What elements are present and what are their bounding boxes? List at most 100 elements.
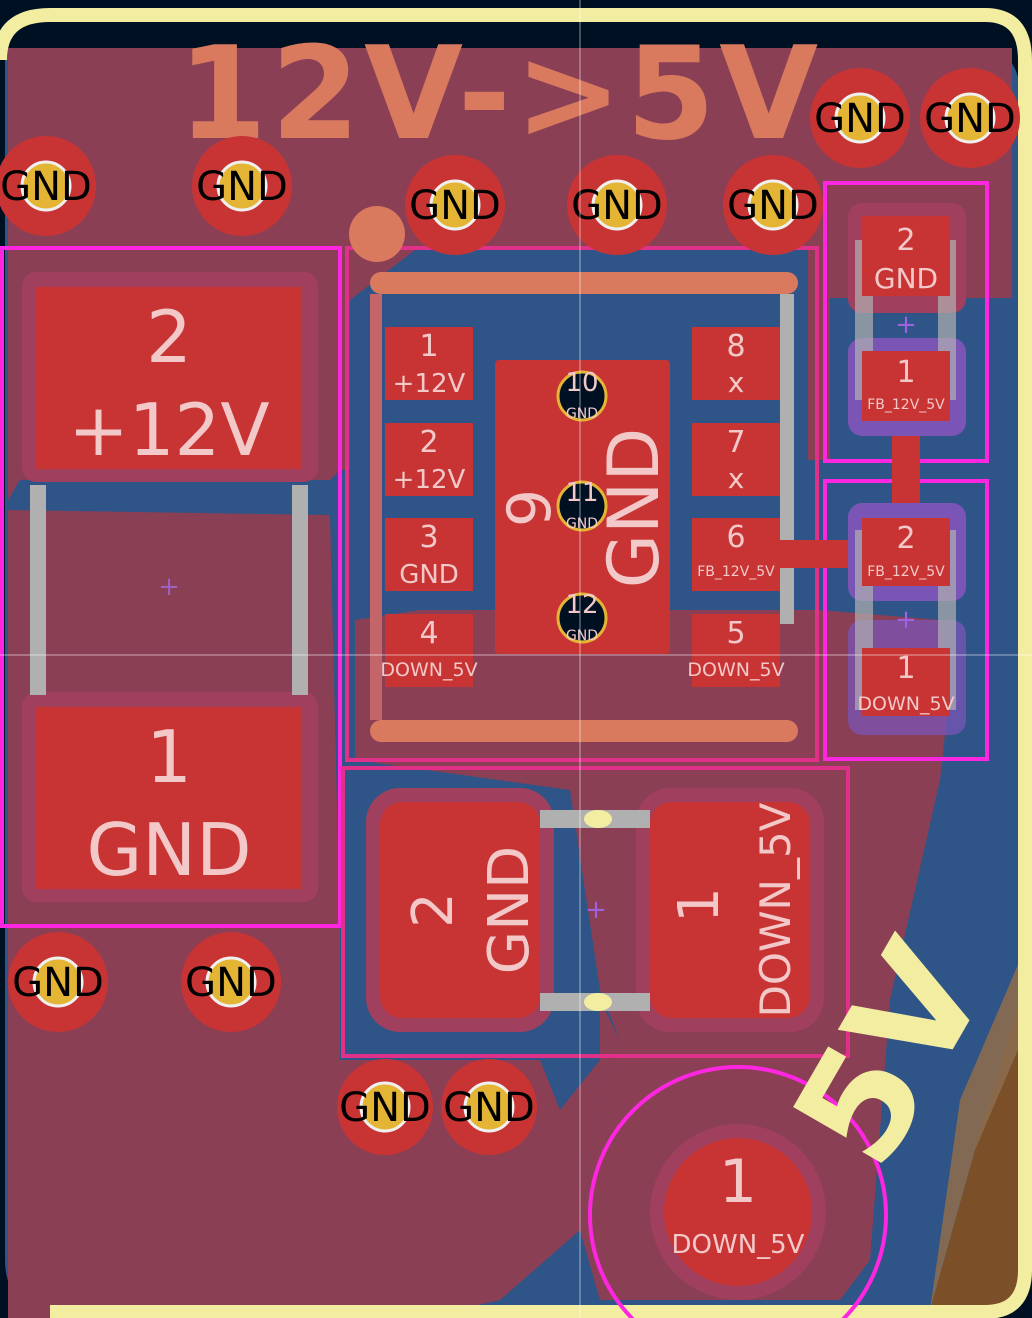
capacitor-pad-2-number: 2 (401, 892, 466, 928)
thermal-via-10[interactable] (556, 370, 608, 422)
ic-pad-2[interactable] (385, 423, 473, 496)
ic-pad-8[interactable] (692, 327, 780, 400)
ic-pad-2-net: +12V (393, 465, 466, 495)
via[interactable]: GND (405, 155, 505, 255)
ic-pad-5-number: 5 (726, 616, 745, 651)
thermal-via-12[interactable] (556, 592, 608, 644)
resistor-top: 2 GND + 1 FB_12V_5V (848, 203, 966, 436)
resistor-bottom-pad-1[interactable] (862, 648, 950, 716)
resistor-bottom: 2 FB_12V_5V + 1 DOWN_5V (848, 503, 966, 735)
resistor-bottom-pad-2-net: FB_12V_5V (867, 564, 945, 580)
test-point-net: DOWN_5V (672, 1230, 805, 1260)
via[interactable]: GND (0, 136, 96, 236)
via-net: GND (814, 96, 906, 142)
thermal-via-10-number: 10 (565, 368, 598, 398)
test-point-pad[interactable] (664, 1138, 812, 1286)
via[interactable]: GND (441, 1059, 537, 1155)
resistor-top-pad-2-number: 2 (896, 223, 915, 258)
capacitor-pad-2-net: GND (477, 846, 542, 974)
connector-left: 2 +12V 1 GND + (22, 272, 318, 902)
capacitor-pad-1-net: DOWN_5V (751, 802, 800, 1017)
connector-pad-2[interactable] (36, 287, 302, 469)
ic-pad-6-number: 6 (726, 520, 745, 555)
ic-pad-1[interactable] (385, 327, 473, 400)
connector-pad-1-net: GND (86, 808, 251, 892)
ic-pad-5-net: DOWN_5V (687, 659, 784, 681)
ic-pad-4-number: 4 (419, 616, 438, 651)
ic-pad-3-number: 3 (419, 520, 438, 555)
ic-pad-5[interactable] (692, 614, 780, 687)
ic-pad-1-number: 1 (419, 329, 438, 364)
svg-text:+: + (158, 572, 180, 602)
via-net: GND (12, 960, 104, 1006)
connector-pad-2-net: +12V (68, 388, 269, 472)
via-net: GND (727, 183, 819, 229)
capacitor-courtyard (341, 766, 850, 1058)
via[interactable]: GND (8, 932, 108, 1032)
resistor-bottom-pad-1-net: DOWN_5V (857, 693, 954, 715)
test-point-number: 1 (719, 1147, 757, 1217)
ic-pad-6[interactable] (692, 518, 780, 591)
ic-outline-right (780, 294, 794, 624)
connector-pad-1[interactable] (36, 707, 302, 889)
capacitor: 2 GND 1 DOWN_5V + (366, 788, 824, 1032)
via[interactable]: GND (337, 1059, 433, 1155)
gnd-vias: GND GND GND GND GND GND GND GND GND GND … (0, 68, 1020, 1155)
ic-pad-7-net: x (728, 462, 745, 495)
resistor-top-pad-1[interactable] (862, 351, 950, 421)
svg-text:+: + (585, 895, 607, 925)
resistor-top-pad-1-net: FB_12V_5V (867, 397, 945, 413)
ic-pad-4[interactable] (385, 614, 473, 687)
svg-text:+: + (895, 605, 917, 635)
connector-courtyard (0, 246, 342, 928)
ic-pad-6-net: FB_12V_5V (697, 564, 775, 580)
via-net: GND (0, 164, 92, 210)
test-point: 1 DOWN_5V (650, 1124, 826, 1300)
via-net: GND (924, 96, 1016, 142)
resistor-top-pad-2-net: GND (874, 262, 938, 295)
ic-pad-1-net: +12V (393, 369, 466, 399)
resistor-bottom-pad-1-number: 1 (896, 651, 915, 686)
capacitor-pad-1[interactable] (650, 802, 810, 1018)
pin1-marker (349, 206, 405, 262)
resistor-bottom-pad-2[interactable] (862, 518, 950, 586)
thermal-via-12-number: 12 (565, 590, 598, 620)
thermal-via-11[interactable] (556, 480, 608, 532)
capacitor-pad-2[interactable] (380, 802, 540, 1018)
capacitor-pad-1-number: 1 (667, 887, 732, 923)
via-net: GND (196, 164, 288, 210)
via-net: GND (409, 183, 501, 229)
ic-pad-3[interactable] (385, 518, 473, 591)
thermal-vias: 10 GND 11 GND 12 GND (556, 368, 608, 644)
board-title: 12V->5V (178, 20, 822, 169)
ic-pads-right: 8 x 7 x 6 FB_12V_5V 5 DOWN_5V (687, 327, 785, 687)
via[interactable]: GND (567, 155, 667, 255)
via[interactable]: GND (181, 932, 281, 1032)
ic-pad-4-net: DOWN_5V (380, 659, 477, 681)
via-net: GND (571, 183, 663, 229)
via[interactable]: GND (810, 68, 910, 168)
resistor-top-pad-2[interactable] (862, 216, 950, 296)
connector-pad-1-number: 1 (146, 715, 192, 799)
ic-outline-left (370, 294, 382, 720)
ic-pad-7[interactable] (692, 423, 780, 496)
ic-outline-bottom (370, 720, 798, 742)
thermal-pad-number: 9 (495, 489, 565, 527)
ic-pad-2-number: 2 (419, 425, 438, 460)
testpoint-courtyard (588, 1065, 888, 1318)
thermal-via-11-net: GND (566, 516, 598, 532)
ic-courtyard (345, 246, 819, 762)
ic-outline-top (370, 272, 798, 294)
ic-pad-7-number: 7 (726, 425, 745, 460)
resistor-top-pad-1-number: 1 (896, 355, 915, 390)
ic-pads-left: 1 +12V 2 +12V 3 GND 4 DOWN_5V (380, 327, 478, 687)
connector-pad-2-number: 2 (146, 295, 192, 379)
svg-text:+: + (895, 310, 917, 340)
via-net: GND (185, 960, 277, 1006)
via[interactable]: GND (920, 68, 1020, 168)
via[interactable]: GND (723, 155, 823, 255)
resistor-bottom-pad-2-number: 2 (896, 521, 915, 556)
via-net: GND (339, 1085, 431, 1131)
via[interactable]: GND (192, 136, 292, 236)
